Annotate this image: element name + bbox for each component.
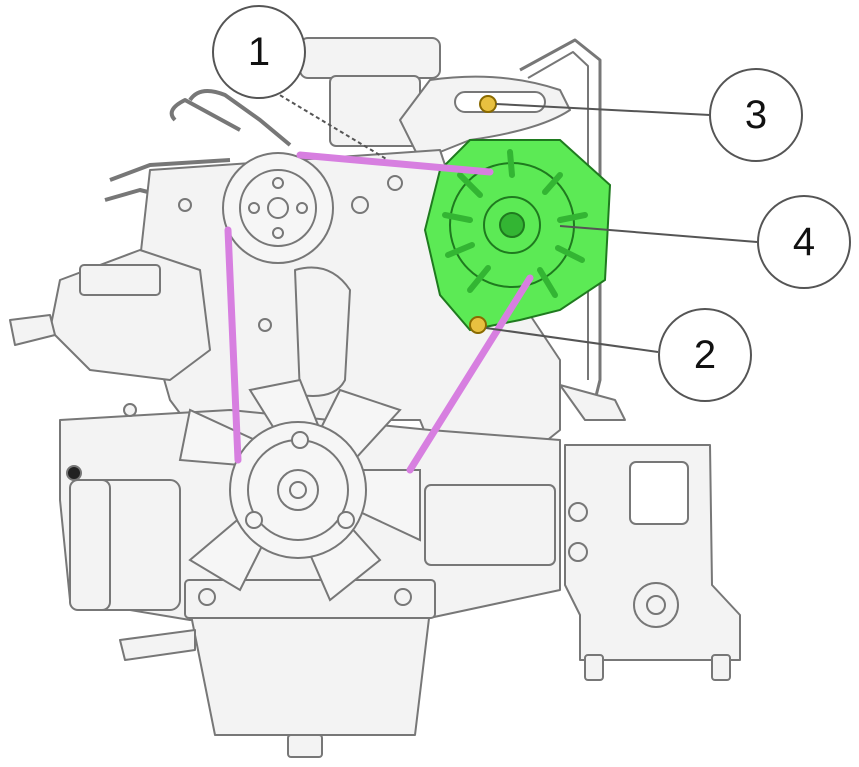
callout-label: 1 — [248, 30, 270, 74]
callout-label: 2 — [694, 333, 716, 377]
leader-line-1 — [267, 87, 389, 161]
alternator-pivot-bolt — [469, 316, 487, 334]
block-bolt — [123, 403, 137, 417]
pan-bolt-left — [198, 588, 216, 606]
crank-bolt — [245, 511, 263, 529]
fan-bracket-plate — [424, 484, 556, 566]
engine-drawing — [9, 37, 741, 758]
mount-window — [629, 461, 689, 525]
mount-foot-2 — [711, 654, 731, 681]
crank-bolt — [291, 431, 309, 449]
mount-bolt-2 — [568, 542, 588, 562]
water-pump-pulley — [222, 152, 334, 264]
callout-circle — [709, 68, 803, 162]
leader-line-4 — [559, 225, 758, 243]
drive-belt-path — [224, 151, 534, 474]
oil-pan — [189, 609, 431, 736]
callout-4: 4 — [757, 195, 851, 289]
callout-1: 1 — [212, 5, 306, 99]
pump-lever — [9, 314, 56, 346]
adjuster-slot-bolt — [479, 95, 497, 113]
leader-line-3 — [495, 103, 711, 116]
callout-circle — [658, 308, 752, 402]
fan-assembly — [178, 378, 421, 602]
callout-label: 3 — [745, 93, 767, 137]
oil-pipe — [519, 38, 602, 421]
starter-end — [69, 479, 111, 611]
drive-belt — [224, 151, 534, 474]
crank-pulley-center — [289, 481, 307, 499]
block-bolt — [66, 465, 82, 481]
callout-2: 2 — [658, 308, 752, 402]
water-pump-bolt — [272, 177, 284, 189]
pan-bolt-right — [394, 588, 412, 606]
pan-flange — [184, 579, 436, 619]
block-bolt — [258, 318, 272, 332]
callout-circle — [212, 5, 306, 99]
fuel-lines — [104, 89, 292, 202]
mount-bolt-1 — [568, 502, 588, 522]
pump-top — [79, 264, 161, 296]
engine-mount — [564, 444, 741, 661]
lever-bottom-left — [119, 629, 196, 661]
alternator-vents — [442, 149, 588, 298]
water-pump-bolt — [248, 202, 260, 214]
leader-lines — [267, 87, 758, 353]
callout-label: 4 — [793, 220, 815, 264]
alternator — [423, 139, 612, 332]
oil-drain — [287, 734, 323, 758]
block-bolt — [351, 196, 369, 214]
water-pump-bolt — [272, 227, 284, 239]
water-pump-hub — [267, 197, 289, 219]
exhaust-pipe — [559, 384, 626, 421]
mount-bushing-inner — [646, 595, 666, 615]
leader-line-2 — [485, 327, 659, 353]
block-bolt — [387, 175, 403, 191]
water-pump-bolt — [296, 202, 308, 214]
intake-pipe — [294, 266, 351, 397]
crank-bolt — [337, 511, 355, 529]
callout-3: 3 — [709, 68, 803, 162]
callout-circle — [757, 195, 851, 289]
top-housing — [299, 37, 441, 79]
alternator-hub — [499, 212, 525, 238]
adjuster-slot — [454, 91, 546, 113]
block-bolt — [178, 198, 192, 212]
mount-foot-1 — [584, 654, 604, 681]
